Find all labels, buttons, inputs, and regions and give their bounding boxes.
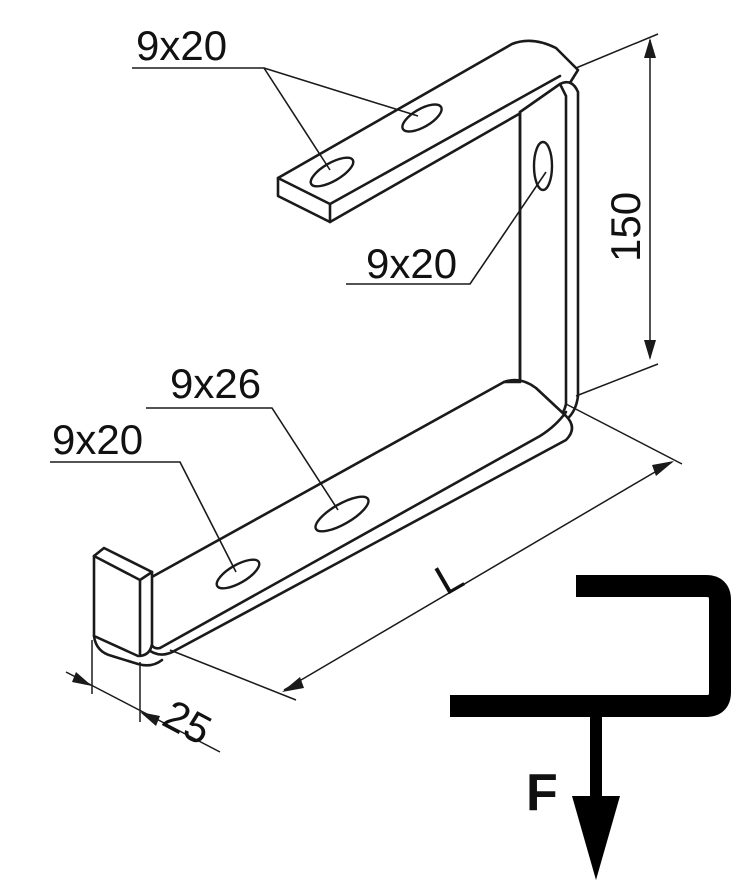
force-arrow-shaft (590, 712, 602, 812)
top-arm (276, 39, 580, 224)
label-slot-top-left: 9x20 (136, 22, 227, 69)
vertical-plate (518, 80, 580, 422)
slot-vertical (532, 140, 554, 192)
dimension-width (65, 640, 221, 753)
leader-lines (50, 67, 547, 573)
slot-middle (314, 495, 370, 533)
slot-top-b (401, 103, 443, 133)
force-arrow-head (572, 796, 620, 880)
front-lip (92, 546, 154, 658)
label-dim-height: 150 (602, 192, 649, 262)
bracket-profile-icon (450, 575, 731, 717)
bottom-arm (144, 378, 574, 656)
bracket (92, 39, 580, 667)
dimension-height (575, 33, 659, 397)
dimension-length (169, 403, 683, 701)
label-dim-length: L (427, 551, 471, 603)
label-force: F (526, 764, 558, 822)
label-slot-middle: 9x26 (170, 360, 261, 407)
label-slot-bottom: 9x20 (52, 416, 143, 463)
label-dim-width: 25 (156, 690, 219, 753)
slot-top-a (309, 156, 355, 188)
force-schematic (450, 575, 731, 880)
label-slot-vertical: 9x20 (366, 240, 457, 287)
